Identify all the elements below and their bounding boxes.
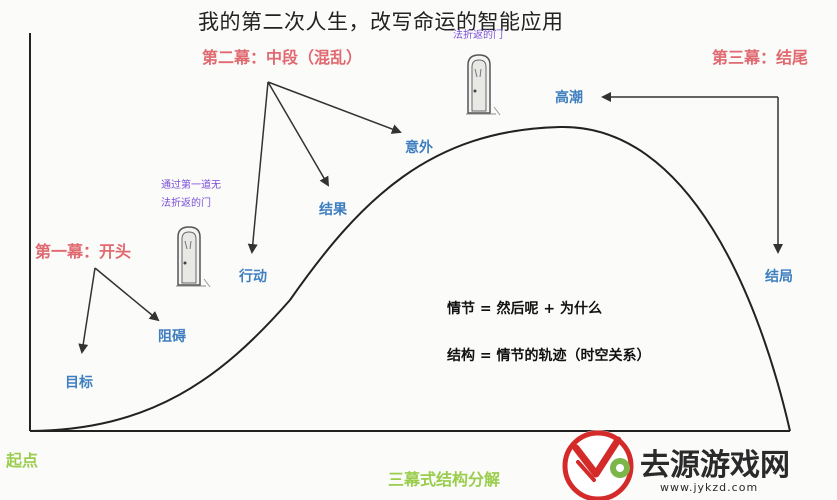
watermark-url: www.jykzd.com: [660, 481, 759, 494]
diagram-caption: 三幕式结构分解: [388, 470, 501, 489]
page-title: 我的第二次人生，改写命运的智能应用: [198, 10, 564, 34]
arrow-act2-to-accident: [267, 81, 402, 134]
node-result: 结果: [319, 202, 347, 218]
act3-label: 第三幕：结尾: [712, 48, 809, 67]
arrow-act1-to-goal: [78, 267, 96, 354]
act1-label: 第一幕：开头: [35, 242, 132, 261]
node-climax: 高潮: [555, 90, 583, 106]
door-note-left: 通过第一道无 法折返的门: [161, 177, 221, 213]
structure-definition: 结构 = 情节的轨迹（时空关系）: [447, 348, 651, 364]
door-note-left-line1: 通过第一道无: [161, 180, 221, 191]
door-icon: [176, 226, 211, 288]
node-ending: 结局: [765, 269, 793, 285]
start-label: 起点: [6, 451, 39, 470]
door-note-top-line2: 法折返的门: [453, 30, 503, 41]
node-accident: 意外: [405, 140, 433, 156]
arrow-act1-to-obstacle: [94, 267, 160, 322]
door-note-top: 法折返的门: [453, 27, 503, 45]
plot-definition: 情节 = 然后呢 + 为什么: [447, 301, 602, 317]
node-action: 行动: [239, 269, 267, 285]
act2-label: 第二幕：中段（混乱）: [202, 48, 363, 67]
arrow-act2-to-action: [247, 81, 269, 254]
watermark-logo-icon: [562, 430, 634, 500]
door-note-left-line2: 法折返的门: [161, 198, 211, 209]
node-goal: 目标: [65, 375, 93, 391]
door-icon: [466, 54, 501, 116]
arrow-act2-to-result: [267, 81, 330, 187]
node-obstacle: 阻碍: [158, 329, 186, 345]
watermark-brand: 去源游戏网: [640, 448, 790, 483]
story-arc-curve: [29, 125, 791, 432]
